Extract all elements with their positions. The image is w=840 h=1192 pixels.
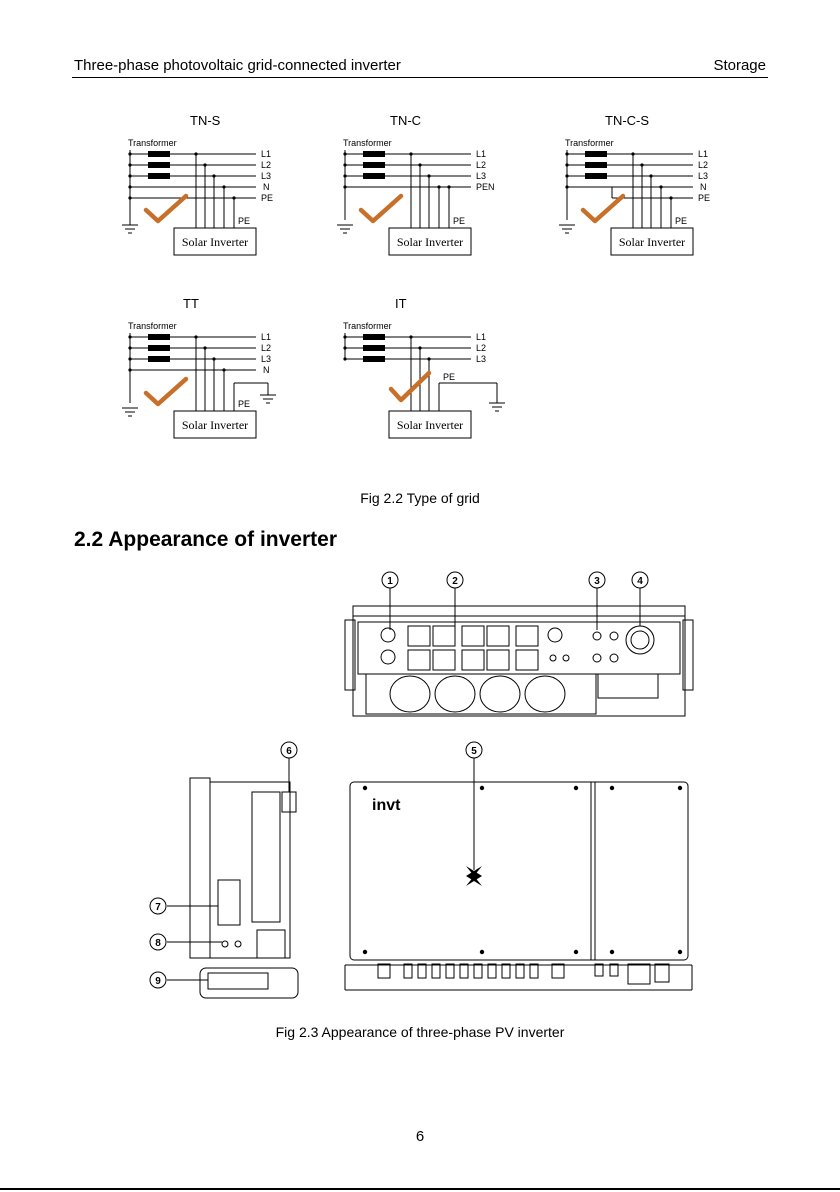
line-label-l2: L2 bbox=[476, 343, 486, 353]
svg-text:1: 1 bbox=[387, 576, 393, 587]
pe-label: PE bbox=[443, 372, 455, 382]
grid-title: TT bbox=[183, 296, 199, 311]
callout-1: 1 bbox=[381, 571, 399, 589]
checkmark-icon bbox=[580, 193, 626, 224]
line-label-pe: PE bbox=[261, 193, 273, 203]
pe-label: PE bbox=[675, 216, 687, 226]
callout-8: 8 bbox=[149, 933, 167, 951]
svg-text:3: 3 bbox=[594, 576, 600, 587]
diagram-tn-s: TN-S Transformer L1 L2 L3 N PE PE bbox=[122, 113, 273, 256]
line-label-n: N bbox=[263, 182, 270, 192]
checkmark-icon bbox=[388, 370, 432, 403]
callout-5: 5 bbox=[465, 741, 483, 759]
svg-text:4: 4 bbox=[637, 576, 643, 587]
transformer-label: Transformer bbox=[128, 138, 177, 148]
solar-inverter-label: Solar Inverter bbox=[397, 418, 463, 432]
solar-inverter-box bbox=[173, 410, 257, 439]
section-heading: 2.2 Appearance of inverter bbox=[74, 528, 337, 551]
line-label-l3: L3 bbox=[476, 171, 486, 181]
svg-text:6: 6 bbox=[286, 746, 292, 757]
line-label-l2: L2 bbox=[261, 343, 271, 353]
solar-inverter-box bbox=[173, 227, 257, 256]
diagram-tt: TT Transformer L1 L2 L3 N bbox=[122, 296, 276, 439]
line-label-l1: L1 bbox=[261, 332, 271, 342]
grid-title: TN-C-S bbox=[605, 113, 649, 128]
transformer-label: Transformer bbox=[128, 321, 177, 331]
header-rule bbox=[72, 77, 768, 78]
line-label-pe: PE bbox=[698, 193, 710, 203]
solar-inverter-label: Solar Inverter bbox=[182, 418, 248, 432]
checkmark-icon bbox=[143, 193, 189, 224]
callout-9: 9 bbox=[149, 971, 167, 989]
grid-title: TN-S bbox=[190, 113, 221, 128]
line-label-l2: L2 bbox=[261, 160, 271, 170]
diagram-it: IT Transformer L1 L2 L3 PE Solar Inverte… bbox=[343, 296, 505, 439]
solar-inverter-label: Solar Inverter bbox=[619, 235, 685, 249]
line-label-l1: L1 bbox=[476, 332, 486, 342]
line-label-l3: L3 bbox=[261, 354, 271, 364]
callouts: 1 2 3 4 5 6 7 8 9 bbox=[149, 571, 649, 989]
transformer-label: Transformer bbox=[565, 138, 614, 148]
line-label-l1: L1 bbox=[476, 149, 486, 159]
diagram-tn-c-s: TN-C-S Transformer L1 L2 L3 N PE PE bbox=[559, 113, 710, 256]
line-label-l3: L3 bbox=[261, 171, 271, 181]
grid-type-diagrams: TN-S Transformer L1 L2 L3 N PE PE bbox=[122, 113, 710, 439]
header-section: Storage bbox=[713, 57, 766, 74]
bottom-rule bbox=[0, 1188, 840, 1190]
header-title: Three-phase photovoltaic grid-connected … bbox=[74, 57, 401, 74]
svg-text:5: 5 bbox=[471, 746, 477, 757]
line-label-l1: L1 bbox=[698, 149, 708, 159]
line-label-l3: L3 bbox=[476, 354, 486, 364]
diagram-tn-c: TN-C Transformer L1 L2 L3 PEN PE Solar I… bbox=[337, 113, 495, 256]
callout-6: 6 bbox=[280, 741, 298, 759]
solar-inverter-box bbox=[610, 227, 694, 256]
transformer-label: Transformer bbox=[343, 138, 392, 148]
solar-inverter-box bbox=[388, 227, 472, 256]
callout-3: 3 bbox=[588, 571, 606, 589]
svg-text:9: 9 bbox=[155, 976, 161, 987]
brand-logo: invt bbox=[372, 797, 401, 814]
line-label-pen: PEN bbox=[476, 182, 495, 192]
callout-7: 7 bbox=[149, 897, 167, 915]
pe-label: PE bbox=[453, 216, 465, 226]
pe-label: PE bbox=[238, 216, 250, 226]
line-label-l1: L1 bbox=[261, 149, 271, 159]
line-label-l3: L3 bbox=[698, 171, 708, 181]
pe-label: PE bbox=[238, 399, 250, 409]
line-label-l2: L2 bbox=[698, 160, 708, 170]
fig-2-3-caption: Fig 2.3 Appearance of three-phase PV inv… bbox=[275, 1024, 565, 1040]
svg-text:8: 8 bbox=[155, 938, 161, 949]
page-number: 6 bbox=[415, 1128, 425, 1145]
svg-text:2: 2 bbox=[452, 576, 458, 587]
solar-inverter-label: Solar Inverter bbox=[182, 235, 248, 249]
transformer-label: Transformer bbox=[343, 321, 392, 331]
inverter-side-view bbox=[189, 777, 299, 999]
checkmark-icon bbox=[143, 376, 189, 407]
solar-inverter-box bbox=[388, 410, 472, 439]
grid-title: TN-C bbox=[390, 113, 421, 128]
inverter-bottom-view bbox=[344, 605, 694, 717]
callout-2: 2 bbox=[446, 571, 464, 589]
inverter-front-view bbox=[344, 781, 693, 991]
fig-2-2-caption: Fig 2.2 Type of grid bbox=[360, 490, 480, 506]
line-label-n: N bbox=[263, 365, 270, 375]
grid-title: IT bbox=[395, 296, 407, 311]
solar-inverter-label: Solar Inverter bbox=[397, 235, 463, 249]
inverter-appearance-drawing: invt 1 2 3 4 5 6 7 8 9 bbox=[149, 571, 694, 999]
svg-text:7: 7 bbox=[155, 902, 161, 913]
line-label-n: N bbox=[700, 182, 707, 192]
checkmark-icon bbox=[358, 193, 404, 224]
callout-4: 4 bbox=[631, 571, 649, 589]
line-label-l2: L2 bbox=[476, 160, 486, 170]
